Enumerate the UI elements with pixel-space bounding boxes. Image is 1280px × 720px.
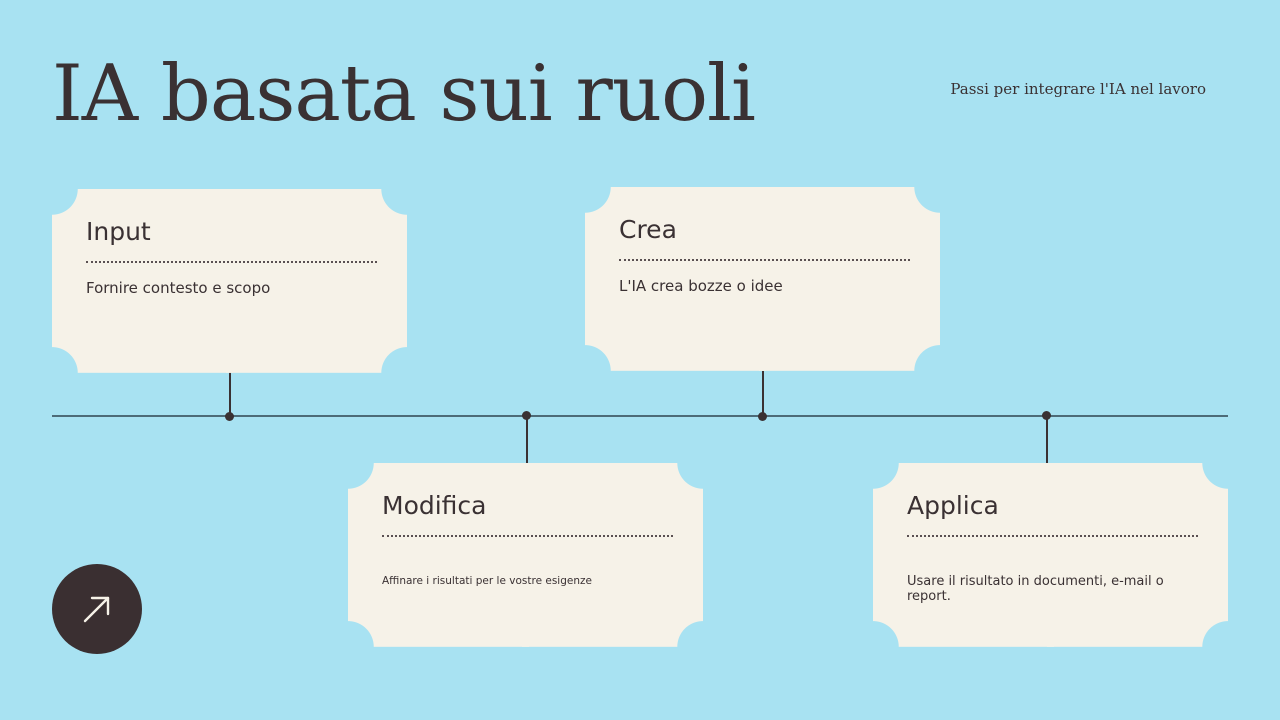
step-card-applica: Applica Usare il risultato in documenti,… [873, 463, 1228, 647]
timeline-stem [526, 416, 528, 463]
step-title: Modifica [382, 491, 487, 520]
timeline-dot [758, 412, 767, 421]
dotted-divider [86, 261, 377, 263]
dotted-divider [619, 259, 910, 261]
dotted-divider [382, 535, 673, 537]
timeline-stem [762, 371, 764, 416]
next-button[interactable] [52, 564, 142, 654]
step-title: Applica [907, 491, 999, 520]
page-subtitle: Passi per integrare l'IA nel lavoro [950, 80, 1206, 98]
step-title: Input [86, 217, 151, 246]
step-description: Fornire contesto e scopo [86, 279, 271, 297]
step-card-crea: Crea L'IA crea bozze o idee [585, 187, 940, 371]
arrow-up-right-icon [83, 596, 110, 623]
step-description: Usare il risultato in documenti, e-mail … [907, 574, 1164, 604]
timeline-stem [229, 372, 231, 416]
timeline-dot [1042, 411, 1051, 420]
dotted-divider [907, 535, 1198, 537]
timeline-dot [225, 412, 234, 421]
step-description: L'IA crea bozze o idee [619, 277, 783, 295]
timeline-dot [522, 411, 531, 420]
timeline-line [52, 415, 1228, 417]
step-description: Affinare i risultati per le vostre esige… [382, 575, 592, 587]
step-card-input: Input Fornire contesto e scopo [52, 189, 407, 373]
step-card-modifica: Modifica Affinare i risultati per le vos… [348, 463, 703, 647]
step-title: Crea [619, 215, 677, 244]
page-title: IA basata sui ruoli [52, 49, 756, 139]
timeline-stem [1046, 416, 1048, 463]
